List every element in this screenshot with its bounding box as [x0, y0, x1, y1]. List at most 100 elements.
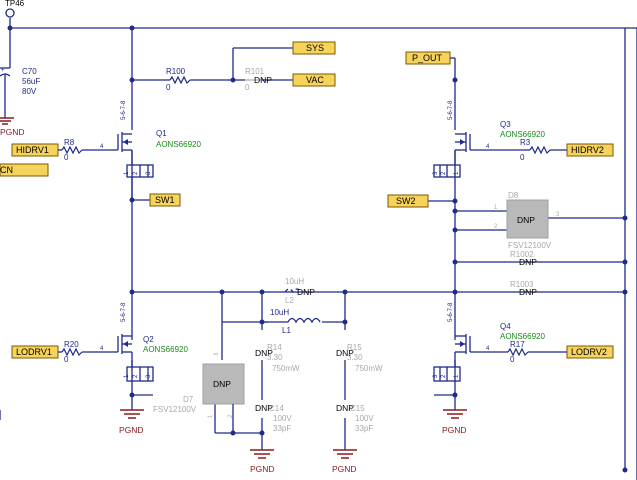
resistor-r14[interactable]: DNP R14 3.30 750mW: [255, 343, 300, 373]
d8-pin3: 3: [556, 212, 560, 218]
net-label-cn[interactable]: CN: [0, 163, 49, 177]
r14-ref: R14: [267, 343, 282, 352]
net-label-p-out[interactable]: P_OUT: [405, 51, 455, 65]
capacitor-c14[interactable]: DNP C14 100V 33pF: [255, 403, 292, 433]
q2-ref: Q2: [143, 335, 154, 344]
q3-gate-pin: 4: [486, 144, 490, 150]
resistor-r20[interactable]: R20 0: [58, 340, 118, 364]
net-hidrv1-text: HIDRV1: [16, 145, 49, 155]
l1-value: 10uH: [270, 308, 289, 317]
mosfet-q2[interactable]: 5-6-7-8 4 1 2 3 Q2 AONS66920: [100, 302, 188, 382]
pgnd-label-q2: PGND: [119, 425, 144, 435]
q3-part: AONS66920: [500, 130, 545, 139]
c14-dnp: DNP: [255, 403, 273, 413]
d7-pin3: 3: [214, 352, 220, 356]
resistor-r8[interactable]: R8 0: [58, 138, 118, 162]
q2-s1: 1: [124, 374, 130, 378]
c15-ref: C15: [350, 404, 365, 413]
q2-s3: 3: [146, 374, 152, 378]
resistor-r15[interactable]: DNP R15 3.30 750mW: [336, 343, 383, 373]
capacitor-c70[interactable]: + C70 56uF 80V PGND: [0, 67, 40, 137]
r1003-ref: R1003: [510, 280, 534, 289]
d7-pin2: 2: [228, 414, 234, 418]
l1-ref: L1: [282, 326, 291, 335]
q4-drain-pins: 5-6-7-8: [448, 302, 454, 322]
net-p-out-text: P_OUT: [412, 53, 443, 63]
q4-s1: 1: [454, 374, 460, 378]
pgnd-label-q4: PGND: [442, 425, 467, 435]
d7-part: FSV12100V: [153, 405, 197, 414]
ground-c14: PGND: [250, 449, 275, 474]
r8-ref: R8: [64, 138, 75, 147]
r101-value: 0: [245, 83, 250, 92]
l2-ref: L2: [285, 296, 294, 305]
c14-value: 33pF: [273, 424, 291, 433]
net-sw2-text: SW2: [396, 196, 416, 206]
diode-d8[interactable]: DNP D8 FSV12100V 1 2 3: [494, 191, 560, 250]
resistor-r101[interactable]: R101 0 DNP: [245, 67, 272, 92]
q2-part: AONS66920: [143, 345, 188, 354]
net-vac-text: VAC: [306, 75, 324, 85]
mosfet-q3[interactable]: 5-6-7-8 4 3 2 1 Q3 AONS66920: [433, 100, 545, 178]
c70-voltage: 80V: [22, 87, 37, 96]
net-label-hidrv1[interactable]: HIDRV1: [11, 143, 59, 157]
net-label-sw1[interactable]: SW1: [149, 193, 181, 207]
q4-s3: 3: [433, 374, 439, 378]
q4-ref: Q4: [500, 322, 511, 331]
ground-c15: PGND: [332, 449, 357, 474]
net-hidrv2-text: HIDRV2: [571, 145, 604, 155]
q3-drain-pins: 5-6-7-8: [448, 100, 454, 120]
net-label-lodrv1[interactable]: LODRV1: [11, 345, 59, 359]
r101-ref: R101: [245, 67, 265, 76]
d7-dnp: DNP: [213, 379, 231, 389]
resistor-r17[interactable]: R17 0: [470, 340, 567, 364]
net-label-sys[interactable]: SYS: [292, 41, 336, 55]
d8-ref: D8: [508, 191, 519, 200]
q3-s3: 3: [433, 171, 439, 175]
r15-dnp: DNP: [336, 348, 354, 358]
r3-value: 0: [520, 153, 525, 162]
l2-value: 10uH: [285, 277, 304, 286]
d8-pin1: 1: [494, 205, 498, 211]
c15-voltage: 100V: [355, 414, 374, 423]
r1002-ref: R1002: [510, 250, 534, 259]
ground-q2: PGND: [119, 394, 153, 435]
q4-s2: 2: [441, 374, 447, 378]
resistor-r1002[interactable]: R1002 DNP: [510, 250, 537, 267]
l2-dnp: DNP: [297, 287, 315, 297]
capacitor-c15[interactable]: DNP C15 100V 33pF: [336, 403, 374, 433]
q3-s2: 2: [441, 171, 447, 175]
resistor-r1003[interactable]: R1003 DNP: [510, 280, 537, 297]
net-label-vac[interactable]: VAC: [292, 73, 336, 87]
q4-gate-pin: 4: [486, 346, 490, 352]
c14-ref: C14: [269, 404, 284, 413]
c70-plus-pin: +: [1, 68, 5, 74]
resistor-r3[interactable]: R3 0: [470, 138, 567, 162]
diode-d7[interactable]: DNP D7 FSV12100V 3 1 2: [153, 352, 245, 433]
r14-dnp: DNP: [255, 348, 273, 358]
pgnd-label-c70: PGND: [0, 127, 25, 137]
q1-s1: 1: [124, 171, 130, 175]
r17-ref: R17: [510, 340, 525, 349]
r100-value: 0: [166, 83, 171, 92]
c14-voltage: 100V: [273, 414, 292, 423]
q1-gate-pin: 4: [100, 144, 104, 150]
pgnd-label-c15: PGND: [332, 464, 357, 474]
r100-ref: R100: [166, 67, 186, 76]
q3-s1: 1: [454, 171, 460, 175]
net-label-hidrv2[interactable]: HIDRV2: [566, 143, 614, 157]
r15-power: 750mW: [355, 364, 383, 373]
r20-ref: R20: [64, 340, 79, 349]
r1002-dnp: DNP: [519, 257, 537, 267]
q1-part: AONS66920: [156, 140, 201, 149]
mosfet-q1[interactable]: 5-6-7-8 4 1 2 3 Q1 AONS66920: [100, 100, 201, 200]
testpoint-tp46[interactable]: TP46: [5, 0, 25, 18]
q1-drain-pins: 5-6-7-8: [121, 100, 127, 120]
inductor-l2[interactable]: 10uH L2 DNP: [284, 277, 315, 305]
inductor-l1[interactable]: 10uH L1: [262, 308, 321, 335]
net-label-sw2[interactable]: SW2: [387, 194, 429, 208]
net-sw1-text: SW1: [155, 195, 175, 205]
net-label-lodrv2[interactable]: LODRV2: [566, 345, 614, 359]
resistor-r100[interactable]: R100 0: [166, 67, 191, 92]
mosfet-q4[interactable]: 5-6-7-8 4 3 2 1 Q4 AONS66920: [433, 302, 545, 382]
